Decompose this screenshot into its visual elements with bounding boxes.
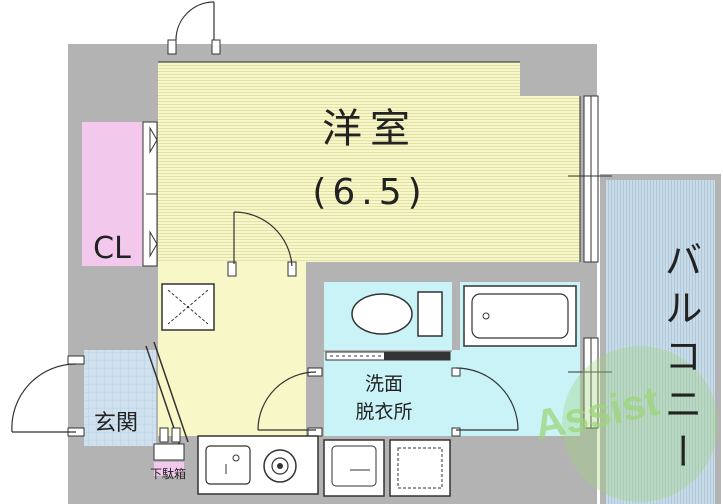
bathtub-icon xyxy=(463,285,577,347)
washroom xyxy=(324,352,452,436)
washbasin-icon xyxy=(323,439,385,497)
washing-machine-icon xyxy=(389,439,451,497)
washroom-label-1: 洗面 xyxy=(365,373,403,395)
top-door xyxy=(167,1,221,55)
washroom-label-2: 脱衣所 xyxy=(355,401,412,423)
bathroom-door xyxy=(451,367,519,437)
balcony-label: バルコニー xyxy=(658,240,702,480)
closet-label: CL xyxy=(93,231,131,266)
ventilation-fan-icon xyxy=(161,283,215,331)
western-room-size: (6.5) xyxy=(312,172,427,213)
entrance-label: 玄関 xyxy=(94,411,138,436)
hallway-door xyxy=(227,211,297,277)
entrance xyxy=(84,350,156,446)
western-room-label: 洋室 xyxy=(322,106,418,152)
western-room xyxy=(158,62,580,262)
closet xyxy=(82,122,146,266)
kitchen-counter xyxy=(197,435,319,495)
toilet-icon xyxy=(351,291,443,337)
shoe-box xyxy=(153,427,185,476)
washroom-door xyxy=(257,367,323,437)
shoe-box-label: 下駄箱 xyxy=(150,466,186,481)
entrance-door xyxy=(11,355,85,437)
